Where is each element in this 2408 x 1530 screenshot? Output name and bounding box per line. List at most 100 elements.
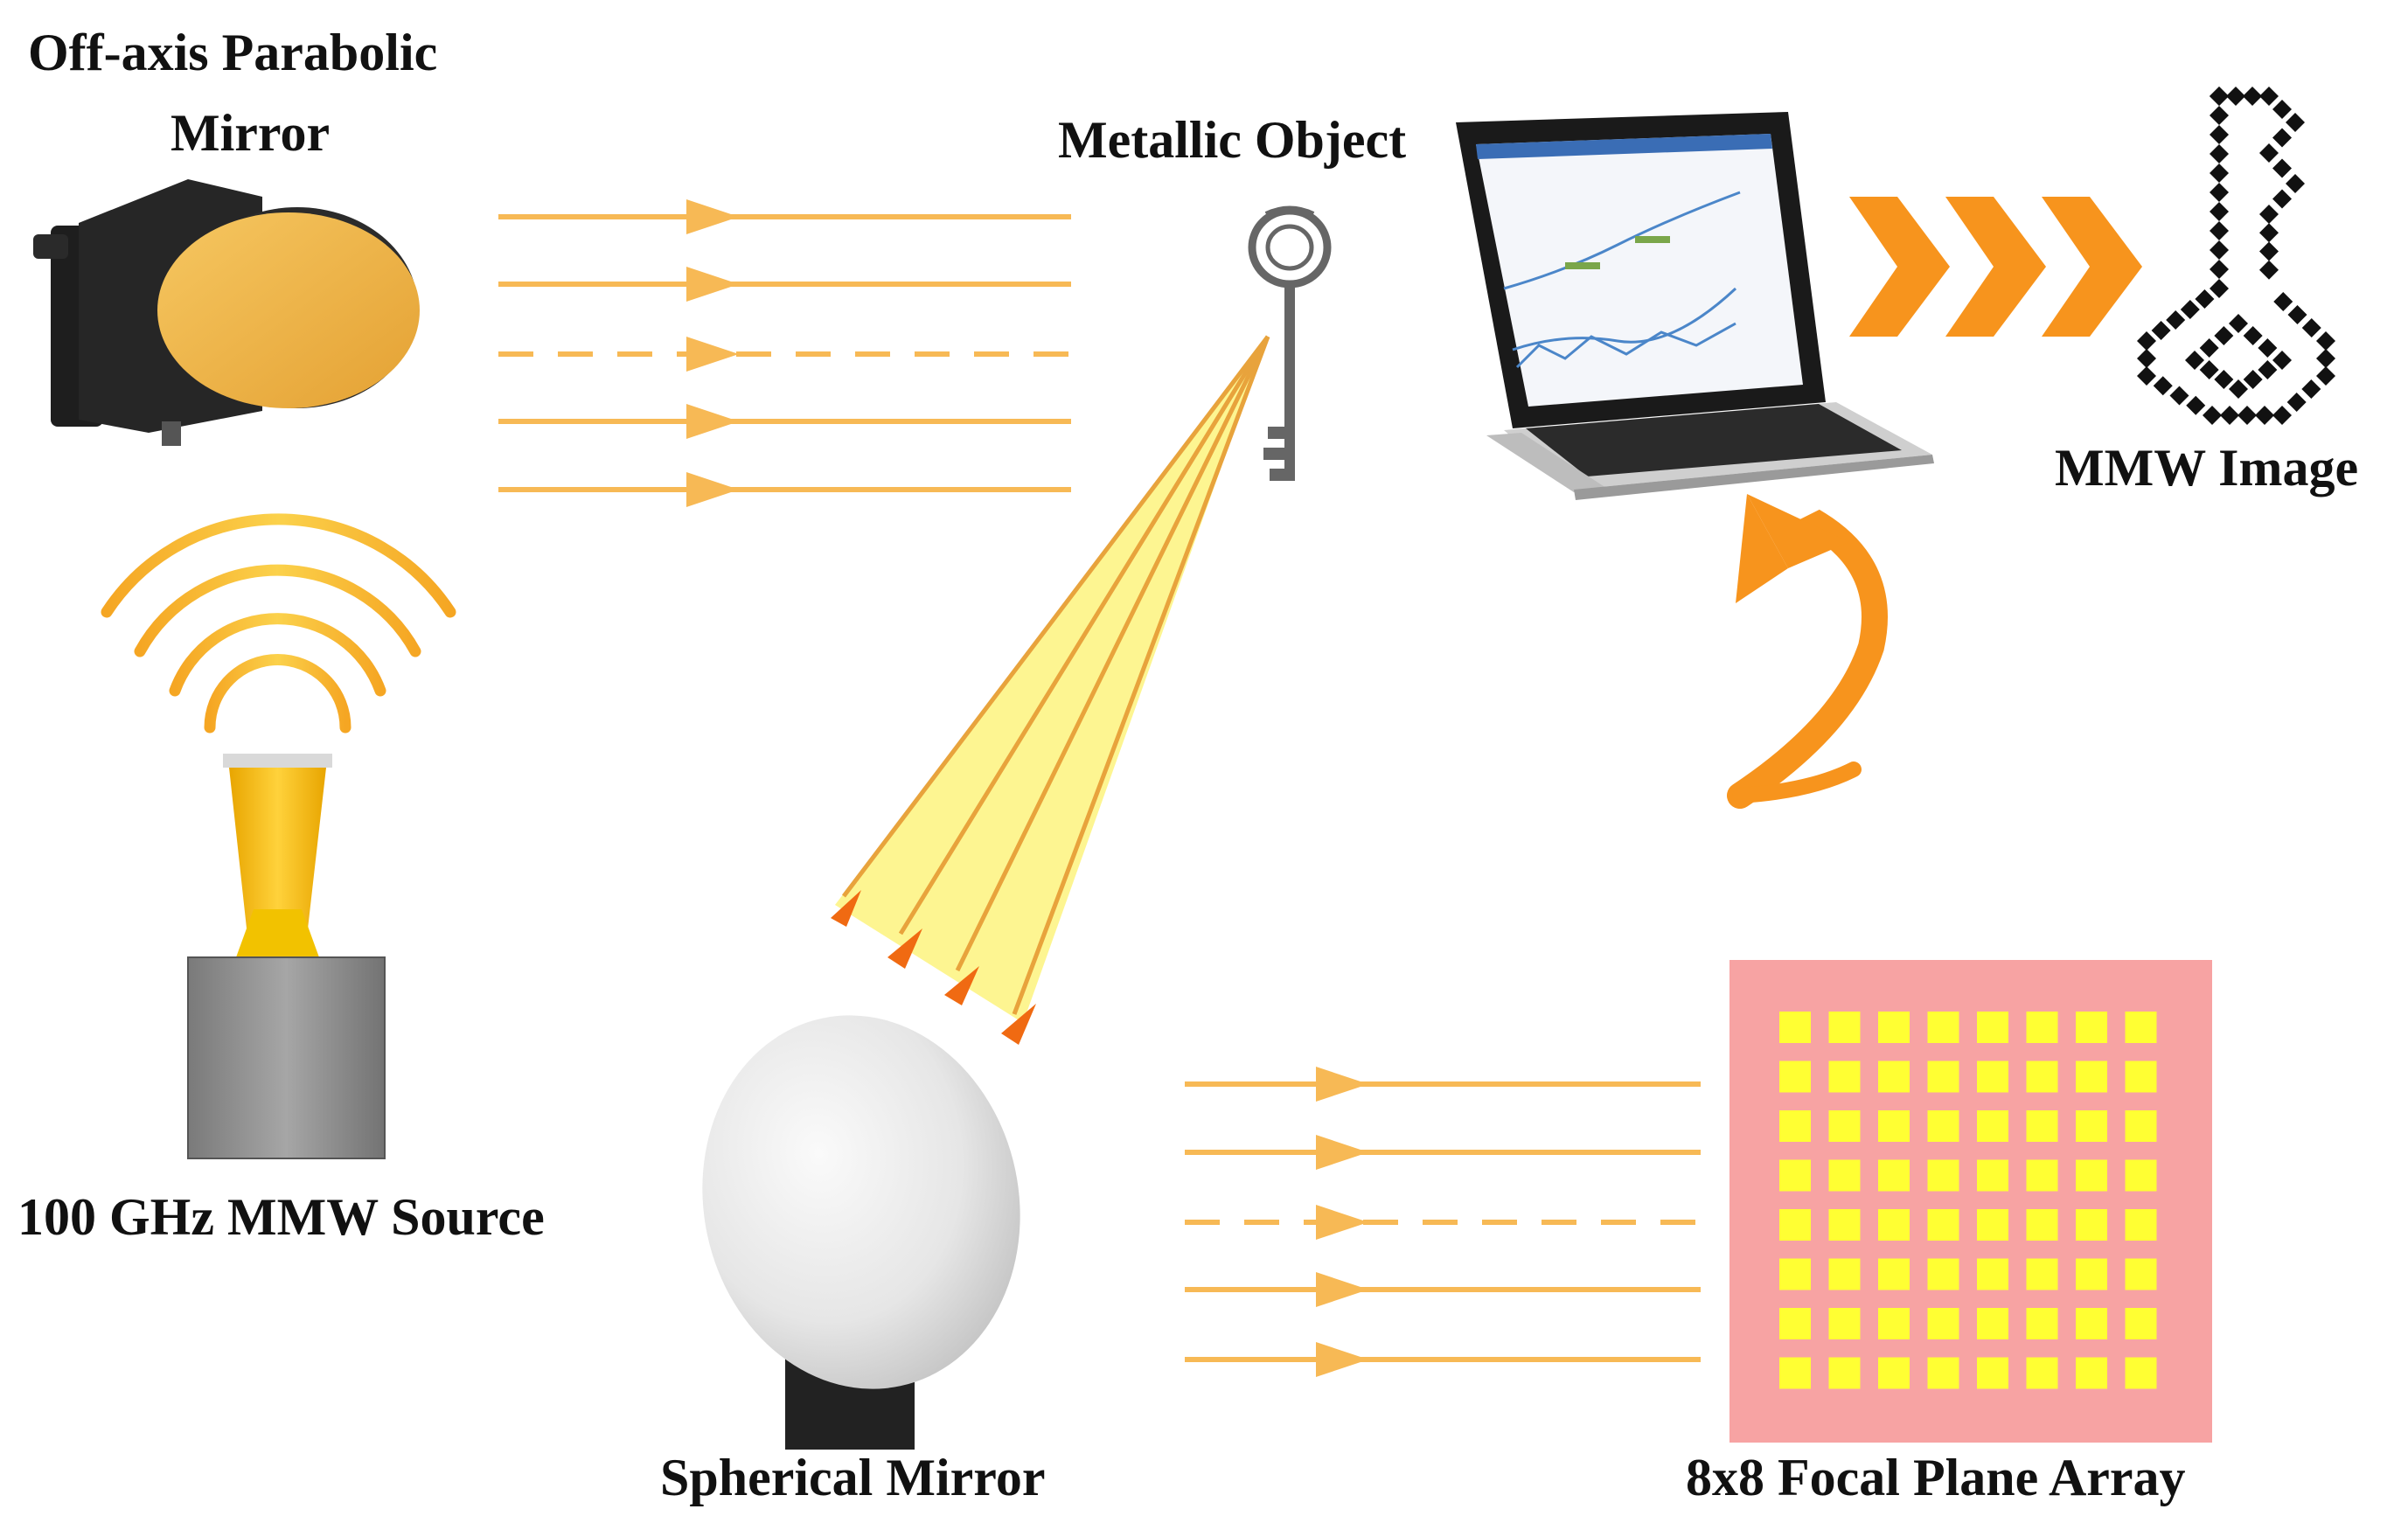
mmw-image-pixel bbox=[2259, 143, 2279, 163]
fpa-pixel bbox=[1779, 1159, 1811, 1192]
beam-arrowheads-top bbox=[686, 199, 739, 507]
fpa-pixel bbox=[2125, 1159, 2157, 1192]
fpa-pixel bbox=[1878, 1159, 1910, 1192]
fpa-pixel bbox=[2125, 1110, 2157, 1142]
curved-arrow bbox=[1727, 494, 1888, 809]
fpa-pixel bbox=[2026, 1357, 2058, 1389]
fpa-pixel bbox=[1878, 1110, 1910, 1142]
parabolic-mirror-label-line1: Off-axis Parabolic bbox=[28, 24, 438, 81]
mmw-image-pixel bbox=[2273, 292, 2293, 311]
fpa-pixel bbox=[1828, 1110, 1861, 1142]
mmw-image-pixel bbox=[2316, 349, 2335, 368]
fpa-pixel bbox=[1828, 1012, 1861, 1043]
fpa-pixel bbox=[1878, 1258, 1910, 1290]
fpa-pixel bbox=[2076, 1357, 2107, 1389]
fpa-pixel bbox=[1927, 1308, 1959, 1339]
mmw-image-pixel bbox=[2286, 113, 2305, 132]
fpa-pixel bbox=[1927, 1159, 1959, 1192]
mmw-image-pixel bbox=[2210, 125, 2229, 144]
fpa-pixel bbox=[2076, 1209, 2107, 1241]
fpa-pixel bbox=[1878, 1061, 1910, 1093]
mmw-image-pixel bbox=[2272, 189, 2292, 209]
fpa-pixel bbox=[1779, 1308, 1811, 1339]
fpa-pixel bbox=[1927, 1012, 1959, 1043]
horn-antenna bbox=[223, 754, 332, 957]
mmw-image-pixel bbox=[2243, 87, 2262, 106]
spherical-mirror-label: Spherical Mirror bbox=[660, 1449, 1046, 1506]
mmw-image-pixel bbox=[2301, 318, 2321, 337]
fpa-pixel bbox=[1927, 1258, 1959, 1290]
mmw-image-pixel bbox=[2185, 351, 2204, 370]
parabolic-mirror bbox=[33, 179, 420, 446]
mmw-image-pixel bbox=[2153, 376, 2173, 396]
mmw-image-pixel bbox=[2137, 349, 2156, 368]
mmw-image-pixel bbox=[2220, 406, 2239, 425]
mmw-image-pixel bbox=[2137, 331, 2156, 351]
mmw-image-pixel bbox=[2151, 321, 2171, 340]
mmw-image-pixel bbox=[2272, 406, 2292, 425]
mmw-image-pixel bbox=[2203, 406, 2222, 425]
mmw-image-pixel bbox=[2287, 305, 2307, 324]
mmw-image-pixel bbox=[2237, 406, 2257, 425]
mmw-image-pixel bbox=[2186, 395, 2206, 415]
mmw-image-pixel bbox=[2243, 326, 2263, 345]
emitted-waves bbox=[101, 513, 456, 734]
beam-arrowheads-bottom bbox=[1316, 1067, 1368, 1377]
fpa-pixel bbox=[1828, 1209, 1861, 1241]
mmw-image-pixel bbox=[2258, 360, 2278, 379]
mmw-image-pixel bbox=[2210, 260, 2229, 279]
mmw-image-pixel bbox=[2272, 351, 2292, 370]
fpa-pixel bbox=[1927, 1061, 1959, 1093]
fpa-pixel bbox=[1779, 1061, 1811, 1093]
mmw-image-pixel bbox=[2229, 314, 2248, 333]
fpa-pixel bbox=[1828, 1357, 1861, 1389]
mmw-image-pixel bbox=[2210, 279, 2229, 298]
source-box bbox=[187, 956, 386, 1159]
fpa-pixel bbox=[1977, 1061, 2008, 1093]
mmw-image-pixel bbox=[2210, 87, 2229, 106]
key-icon bbox=[1248, 205, 1332, 481]
mmw-image-pixel bbox=[2210, 240, 2229, 260]
mmw-image-pixel bbox=[2272, 100, 2292, 119]
fpa-pixel bbox=[2026, 1258, 2058, 1290]
source-label: 100 GHz MMW Source bbox=[17, 1188, 545, 1246]
fpa-pixel bbox=[1779, 1209, 1811, 1241]
fpa-pixel bbox=[2125, 1308, 2157, 1339]
fpa-pixel bbox=[1977, 1258, 2008, 1290]
fpa-pixel bbox=[1977, 1110, 2008, 1142]
mmw-image-pixel bbox=[2199, 338, 2219, 358]
fpa-pixel bbox=[2125, 1012, 2157, 1043]
fpa-pixel bbox=[2026, 1159, 2058, 1192]
fpa-pixel bbox=[1878, 1308, 1910, 1339]
mmw-image-pixel bbox=[2272, 158, 2292, 178]
fpa-pixel bbox=[1927, 1110, 1959, 1142]
fpa-pixel bbox=[1878, 1209, 1910, 1241]
focal-plane-array bbox=[1729, 960, 2212, 1443]
fpa-pixel bbox=[1878, 1357, 1910, 1389]
fpa-pixel bbox=[2026, 1110, 2058, 1142]
fpa-pixel bbox=[1977, 1012, 2008, 1043]
mmw-image-pixel bbox=[2166, 310, 2186, 330]
mmw-image-pixel bbox=[2286, 174, 2305, 193]
fpa-pixel bbox=[2076, 1308, 2107, 1339]
fpa-pixel bbox=[1927, 1357, 1959, 1389]
laptop-icon bbox=[1456, 112, 1934, 500]
fpa-pixel bbox=[1977, 1159, 2008, 1192]
mmw-image-pixel bbox=[2169, 386, 2189, 406]
chevron-arrows bbox=[1849, 197, 2142, 337]
fpa-pixel bbox=[2125, 1357, 2157, 1389]
collimated-beams-top bbox=[498, 214, 1071, 492]
fpa-pixel bbox=[2125, 1209, 2157, 1241]
fpa-pixel bbox=[2026, 1308, 2058, 1339]
fpa-pixel bbox=[2026, 1209, 2058, 1241]
fpa-pixel bbox=[2076, 1110, 2107, 1142]
mmw-image-pixel bbox=[2137, 366, 2156, 386]
fpa-pixel bbox=[1779, 1258, 1811, 1290]
mmw-image-label: MMW Image bbox=[2055, 439, 2359, 497]
mmw-image-pixel bbox=[2229, 379, 2248, 399]
fpa-pixel bbox=[2125, 1061, 2157, 1093]
fpa-pixel bbox=[1828, 1308, 1861, 1339]
mmw-image-pixel bbox=[2199, 360, 2219, 379]
fpa-pixel bbox=[2026, 1061, 2058, 1093]
metallic-object-label: Metallic Object bbox=[1058, 111, 1407, 169]
